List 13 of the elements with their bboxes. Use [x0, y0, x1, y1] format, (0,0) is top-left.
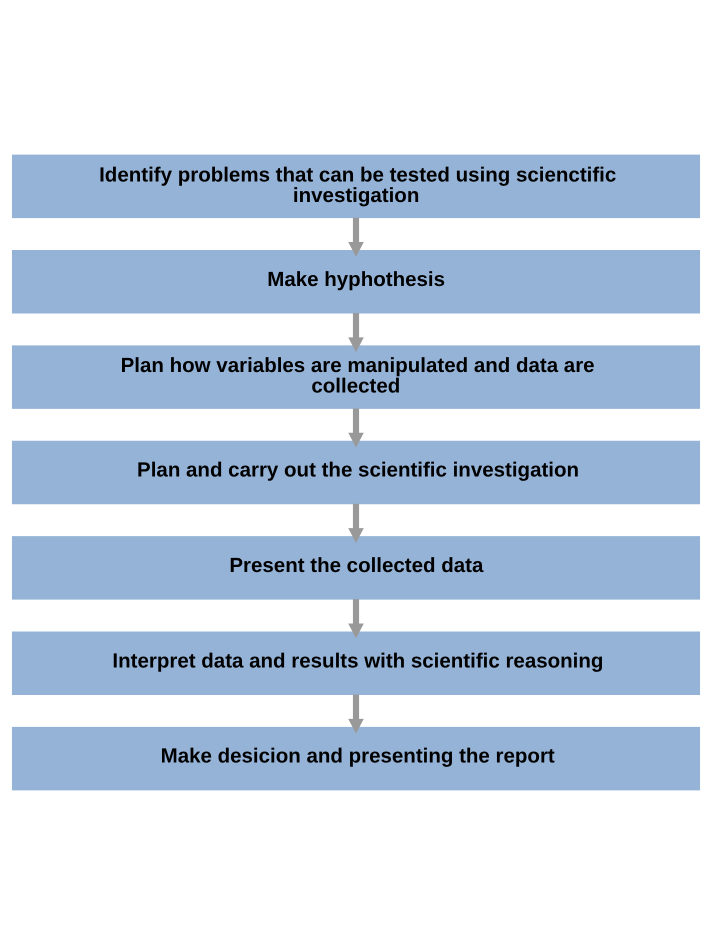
- arrow: [348, 694, 364, 734]
- node-box: Make desicion and presenting the report: [12, 726, 700, 790]
- arrow: [348, 217, 364, 256]
- node-box: Present the collected data: [12, 536, 700, 600]
- node-box: Interpret data and results with scientific reasoning: [12, 630, 700, 695]
- node-box: Identify problems that can be tested using scienctific investigation: [12, 154, 700, 218]
- node-box: Make hyphothesis: [12, 249, 700, 314]
- arrow: [348, 503, 364, 542]
- arrow: [348, 408, 364, 448]
- node-box: Plan how variables are manipulated and data are collected: [12, 344, 700, 408]
- arrow: [348, 598, 364, 638]
- arrow: [348, 312, 364, 352]
- node-box: Plan and carry out the scientific investigation: [12, 440, 700, 504]
